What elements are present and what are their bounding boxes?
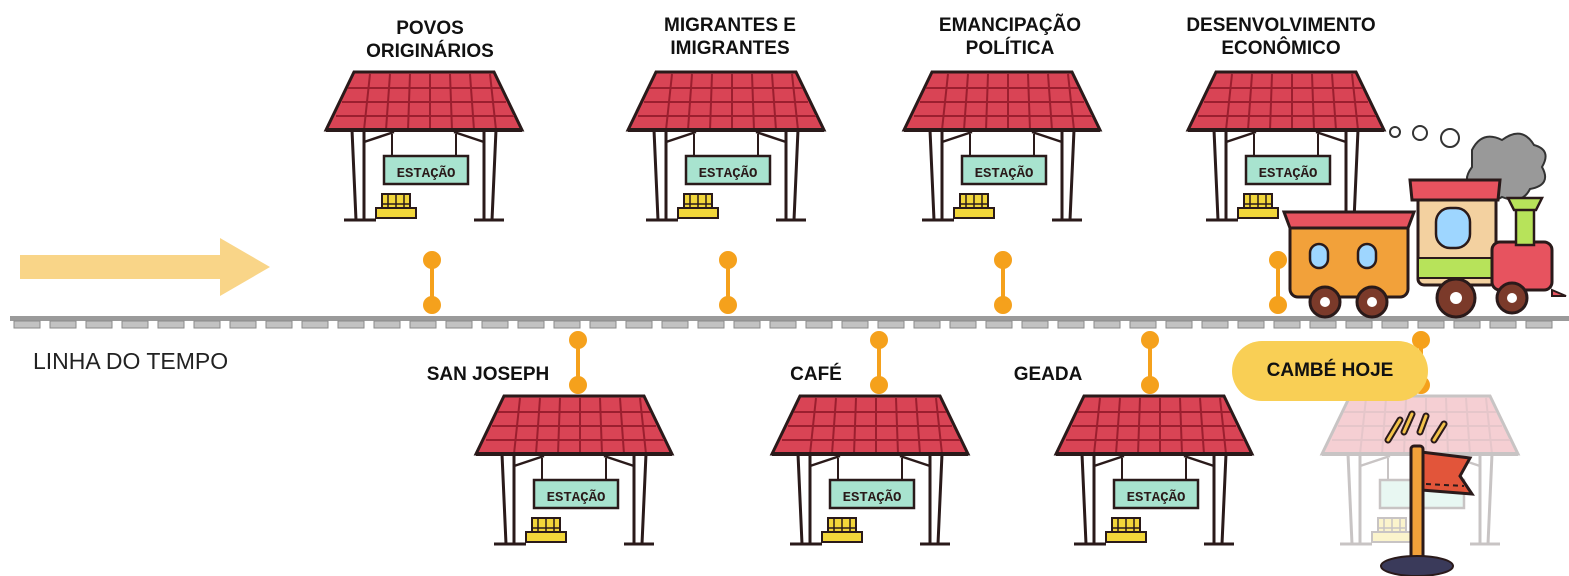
rail-sleeper <box>733 320 761 329</box>
rail-sleeper <box>1345 320 1373 329</box>
station-migrantes-imigrantes: ESTAÇÃO <box>626 70 826 222</box>
timeline-label: LINHA DO TEMPO <box>33 348 229 374</box>
rail-sleeper <box>877 320 905 329</box>
rail-sleeper <box>121 320 149 329</box>
station-sign: ESTAÇÃO <box>397 164 456 182</box>
rail-sleeper <box>1453 320 1481 329</box>
label-migrantes-imigrantes: MIGRANTES E IMIGRANTES <box>664 15 796 59</box>
rail-sleeper <box>985 320 1013 329</box>
rail-sleeper <box>373 320 401 329</box>
station-cafe: ESTAÇÃO <box>770 394 970 546</box>
rail-sleeper <box>1381 320 1409 329</box>
rail-sleeper <box>481 320 509 329</box>
rail-sleeper <box>661 320 689 329</box>
rail-sleeper <box>1309 320 1337 329</box>
train-icon <box>1281 125 1567 319</box>
rail-sleeper <box>1093 320 1121 329</box>
rail-sleeper <box>1165 320 1193 329</box>
rail-sleeper <box>337 320 365 329</box>
label-povos-originarios: POVOS ORIGINÁRIOS <box>366 18 494 62</box>
rail-sleeper <box>553 320 581 329</box>
rail-sleeper <box>589 320 617 329</box>
rail-sleeper <box>85 320 113 329</box>
flag-icon <box>1380 410 1475 576</box>
connectors-bottom <box>569 331 1430 394</box>
rail-sleeper <box>1057 320 1085 329</box>
station-sign: ESTAÇÃO <box>975 164 1034 182</box>
rail-sleeper <box>301 320 329 329</box>
rail-sleeper <box>13 320 41 329</box>
arrow-icon <box>20 238 270 296</box>
rail-sleeper <box>1273 320 1301 329</box>
rail-sleeper <box>1237 320 1265 329</box>
rail-sleeper <box>841 320 869 329</box>
station-sign: ESTAÇÃO <box>843 488 902 506</box>
rail-sleeper <box>193 320 221 329</box>
station-sign: ESTAÇÃO <box>547 488 606 506</box>
rail-sleeper <box>1489 320 1517 329</box>
cambe-hoje-button[interactable]: CAMBÉ HOJE <box>1232 341 1428 401</box>
station-geada: ESTAÇÃO <box>1054 394 1254 546</box>
rail-sleeper <box>913 320 941 329</box>
rail-sleeper <box>1417 320 1445 329</box>
rail-sleeper <box>805 320 833 329</box>
rail-sleeper <box>697 320 725 329</box>
station-povos-originarios: ESTAÇÃO <box>324 70 524 222</box>
rail-sleeper <box>1525 320 1553 329</box>
rail-sleeper <box>517 320 545 329</box>
rail-sleeper <box>769 320 797 329</box>
rail-sleeper <box>157 320 185 329</box>
station-emancipacao-politica: ESTAÇÃO <box>902 70 1102 222</box>
label-emancipacao-politica: EMANCIPAÇÃO POLÍTICA <box>938 15 1082 59</box>
station-sign: ESTAÇÃO <box>1127 488 1186 506</box>
rail-sleeper <box>409 320 437 329</box>
rail-sleeper <box>625 320 653 329</box>
railway-track <box>10 316 1569 329</box>
rail-sleeper <box>265 320 293 329</box>
cambe-hoje-label: CAMBÉ HOJE <box>1266 360 1394 381</box>
rail-sleeper <box>229 320 257 329</box>
label-desenvolvimento-economico: DESENVOLVIMENTO ECONÔMICO <box>1186 15 1376 59</box>
connectors-top <box>423 251 1287 314</box>
rail-sleeper <box>949 320 977 329</box>
rail-sleeper <box>1129 320 1157 329</box>
station-desenvolvimento-economico: ESTAÇÃO <box>1186 70 1386 222</box>
label-san-joseph: SAN JOSEPH <box>426 364 550 385</box>
station-san-joseph: ESTAÇÃO <box>474 394 674 546</box>
rail-sleeper <box>445 320 473 329</box>
label-geada: GEADA <box>1013 364 1083 385</box>
station-sign: ESTAÇÃO <box>699 164 758 182</box>
rail-sleeper <box>49 320 77 329</box>
rail-sleeper <box>1201 320 1229 329</box>
rail-sleeper <box>1021 320 1049 329</box>
label-cafe: CAFÉ <box>790 364 842 385</box>
station-sign: ESTAÇÃO <box>1259 164 1318 182</box>
